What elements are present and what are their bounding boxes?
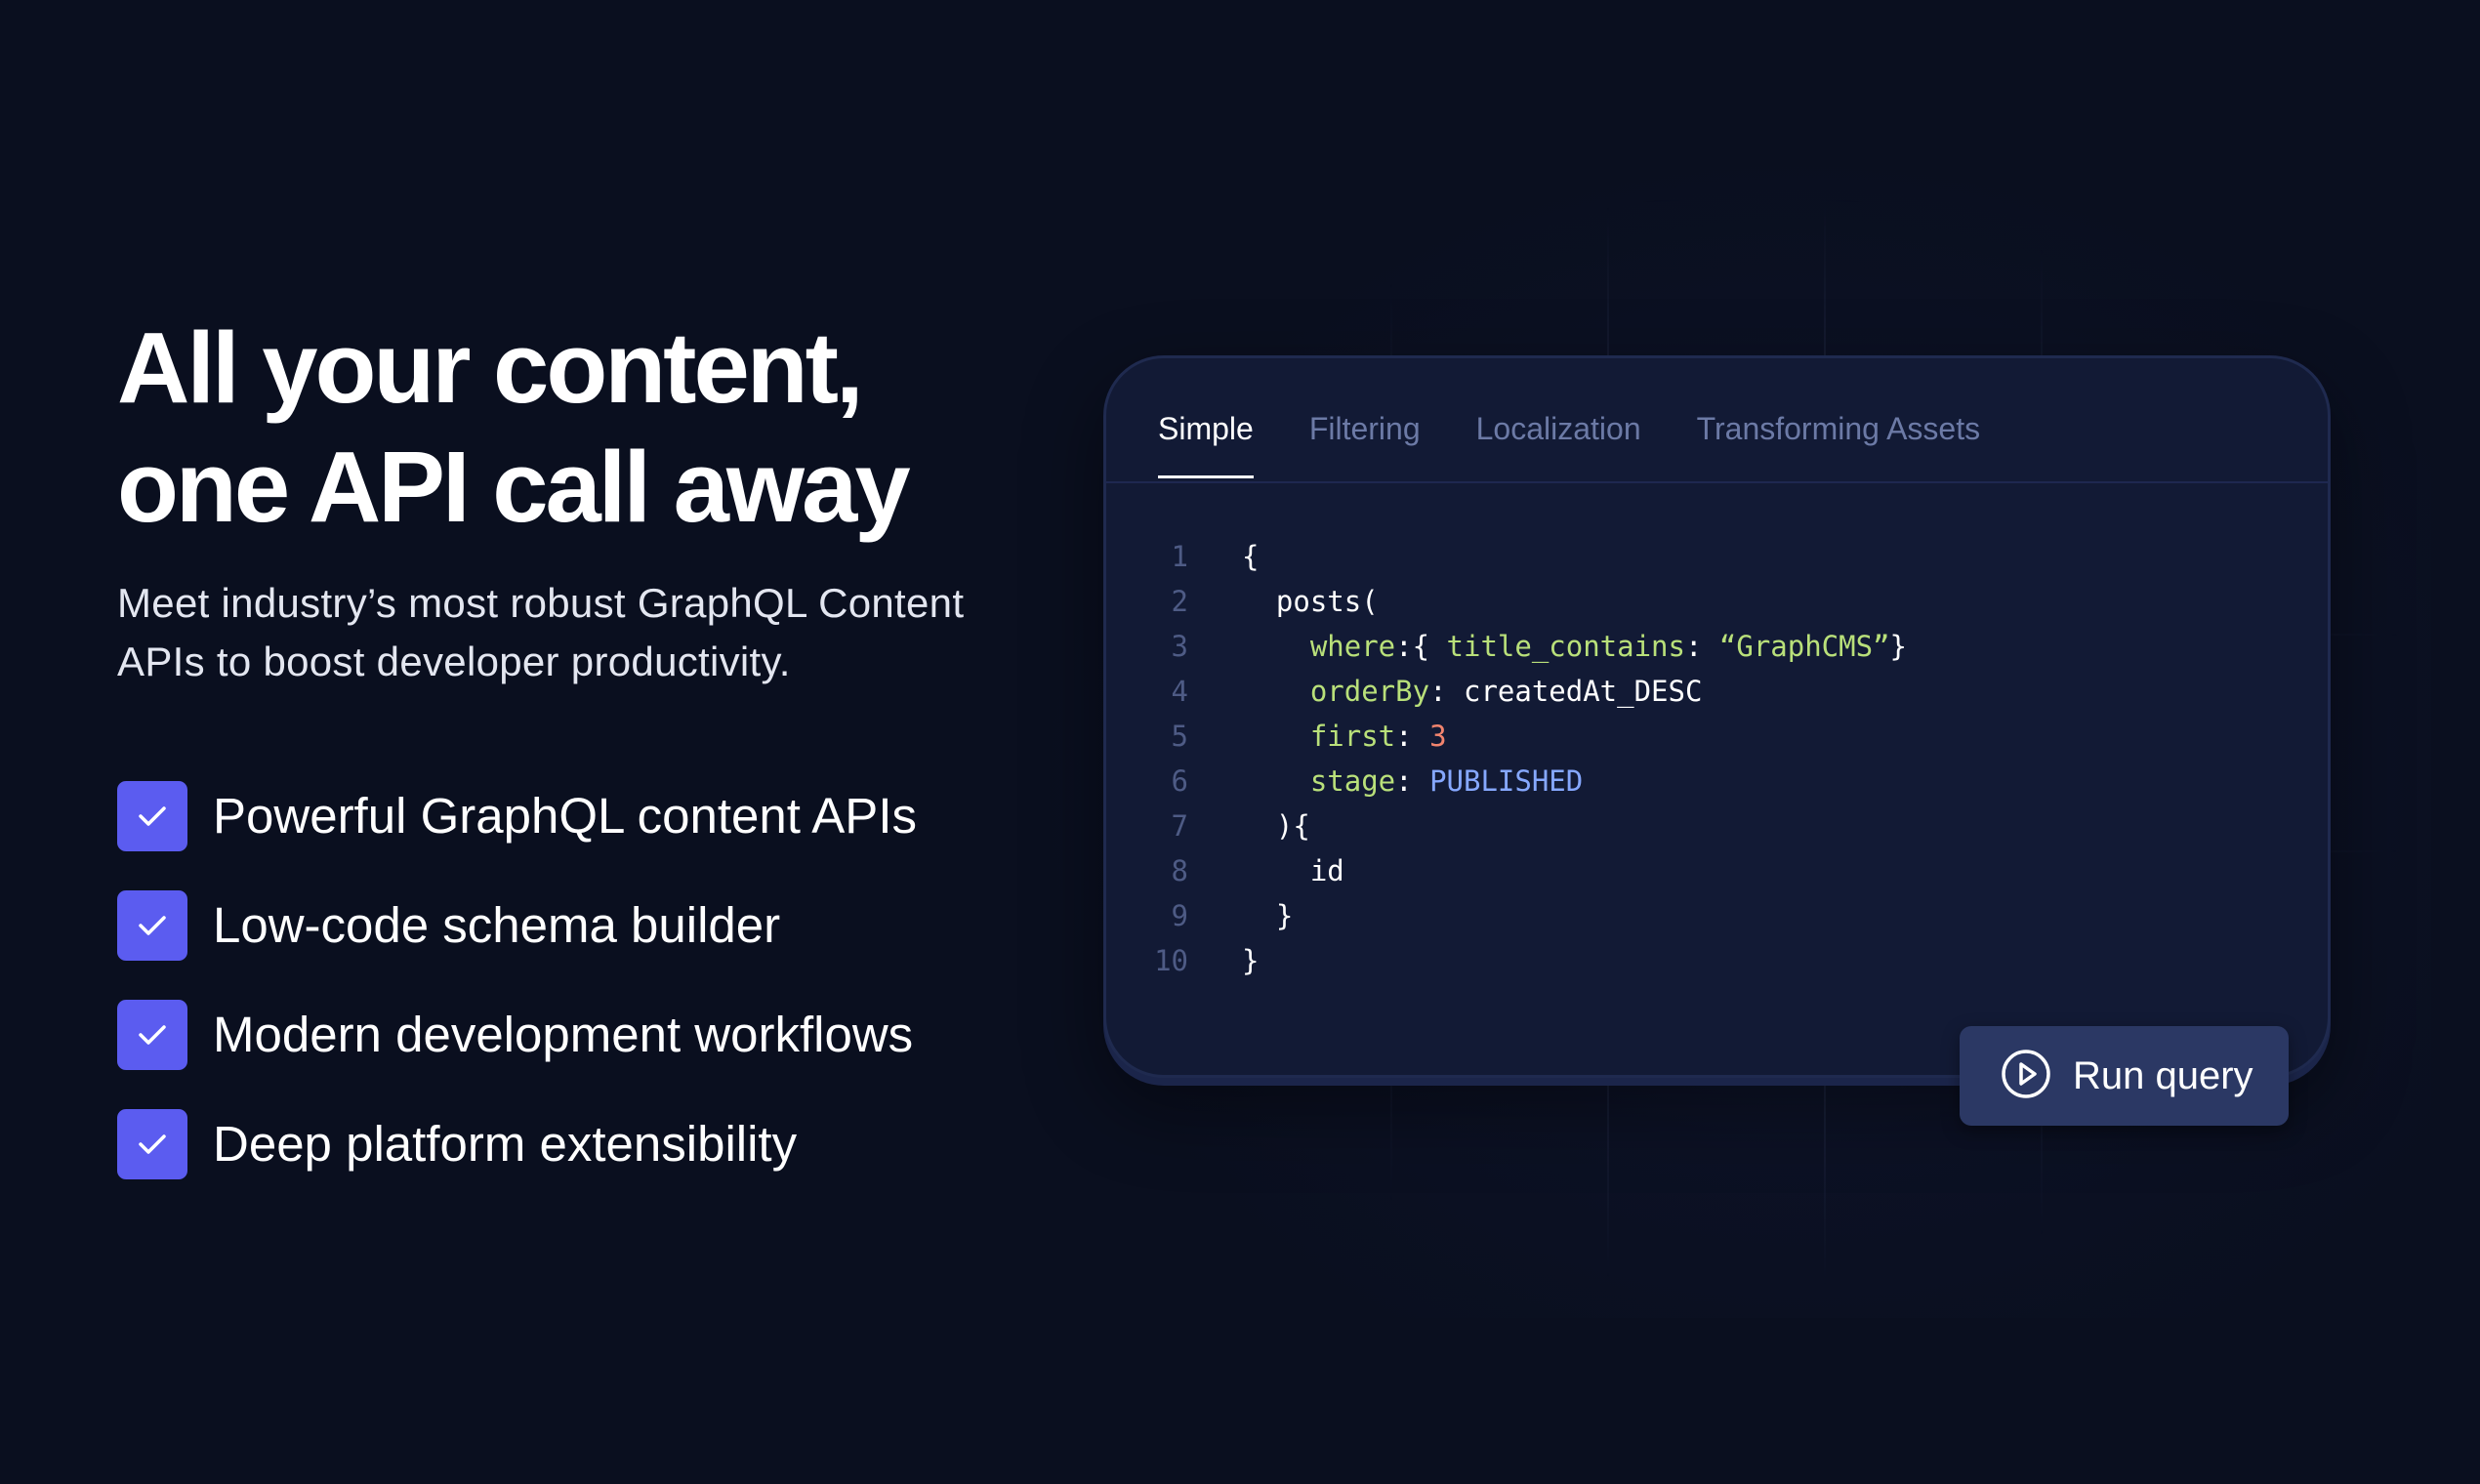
code-line: 7 ){ (1153, 804, 1907, 848)
code-token: : (1395, 764, 1430, 798)
code-token: : (1684, 630, 1719, 663)
headline-line-1: All your content, (117, 311, 864, 424)
feature-list: Powerful GraphQL content APIs Low-code s… (117, 781, 917, 1218)
checkmark-icon (117, 1000, 187, 1070)
tab-transforming-assets[interactable]: Transforming Assets (1696, 411, 1981, 446)
code-key: title_contains (1446, 630, 1685, 663)
run-query-button[interactable]: Run query (1960, 1026, 2289, 1126)
hero-headline: All your content, one API call away (117, 309, 1074, 547)
code-text: stage: PUBLISHED (1242, 759, 1583, 804)
code-token: :{ (1395, 630, 1447, 663)
code-token: : (1429, 675, 1464, 708)
code-token: { (1242, 540, 1260, 573)
code-line: 4 orderBy: createdAt_DESC (1153, 669, 1907, 714)
line-number: 9 (1171, 899, 1188, 932)
code-line: 6 stage: PUBLISHED (1153, 759, 1907, 804)
code-key: where (1309, 630, 1396, 663)
tab-simple[interactable]: Simple (1158, 411, 1254, 478)
code-number: 3 (1429, 720, 1447, 753)
line-number: 3 (1171, 630, 1188, 663)
feature-item: Deep platform extensibility (117, 1109, 917, 1179)
headline-line-2: one API call away (117, 431, 911, 543)
line-number: 2 (1171, 585, 1188, 618)
code-text: } (1242, 893, 1293, 938)
code-value: createdAt_DESC (1463, 675, 1703, 708)
code-text: posts( (1242, 579, 1379, 624)
line-number: 4 (1171, 675, 1188, 708)
code-block: 1 { 2 posts( 3 where:{ title_contains: “… (1153, 534, 1907, 983)
line-number: 7 (1171, 809, 1188, 843)
line-number: 1 (1171, 540, 1188, 573)
code-editor-panel: Simple Filtering Localization Transformi… (1103, 355, 2331, 1078)
code-token: : (1395, 720, 1430, 753)
code-text: { (1242, 534, 1259, 579)
code-key: orderBy (1309, 675, 1430, 708)
code-token: id (1309, 854, 1344, 887)
hero-subhead: Meet industry’s most robust GraphQL Cont… (117, 580, 965, 684)
code-line: 2 posts( (1153, 579, 1907, 624)
feature-item: Powerful GraphQL content APIs (117, 781, 917, 851)
feature-item: Modern development workflows (117, 1000, 917, 1070)
code-line: 10 } (1153, 938, 1907, 983)
feature-item: Low-code schema builder (117, 890, 917, 961)
code-token: posts( (1275, 585, 1379, 618)
code-string: “GraphCMS” (1718, 630, 1890, 663)
line-number: 8 (1171, 854, 1188, 887)
tab-localization[interactable]: Localization (1475, 411, 1641, 446)
code-key: first (1309, 720, 1396, 753)
tab-filtering[interactable]: Filtering (1308, 411, 1421, 446)
checkmark-icon (117, 890, 187, 961)
feature-label: Low-code schema builder (213, 897, 781, 953)
code-text: first: 3 (1242, 714, 1447, 759)
code-key: stage (1309, 764, 1396, 798)
code-token: } (1242, 944, 1260, 977)
feature-label: Modern development workflows (213, 1007, 914, 1062)
checkmark-icon (117, 1109, 187, 1179)
code-text: id (1242, 848, 1344, 893)
editor-tabs: Simple Filtering Localization Transformi… (1106, 358, 2328, 483)
code-text: } (1242, 938, 1259, 983)
line-number: 6 (1171, 764, 1188, 798)
code-text: where:{ title_contains: “GraphCMS”} (1242, 624, 1907, 669)
code-line: 9 } (1153, 893, 1907, 938)
play-circle-icon (2001, 1049, 2051, 1104)
code-line: 1 { (1153, 534, 1907, 579)
code-token: } (1889, 630, 1907, 663)
run-query-label: Run query (2073, 1053, 2253, 1097)
code-text: ){ (1242, 804, 1310, 848)
code-line: 5 first: 3 (1153, 714, 1907, 759)
feature-label: Deep platform extensibility (213, 1116, 798, 1172)
code-line: 8 id (1153, 848, 1907, 893)
code-line: 3 where:{ title_contains: “GraphCMS”} (1153, 624, 1907, 669)
code-enum: PUBLISHED (1429, 764, 1584, 798)
code-token: ){ (1275, 809, 1310, 843)
checkmark-icon (117, 781, 187, 851)
line-number: 10 (1154, 944, 1188, 977)
code-token: } (1275, 899, 1294, 932)
code-text: orderBy: createdAt_DESC (1242, 669, 1703, 714)
line-number: 5 (1171, 720, 1188, 753)
feature-label: Powerful GraphQL content APIs (213, 788, 917, 844)
